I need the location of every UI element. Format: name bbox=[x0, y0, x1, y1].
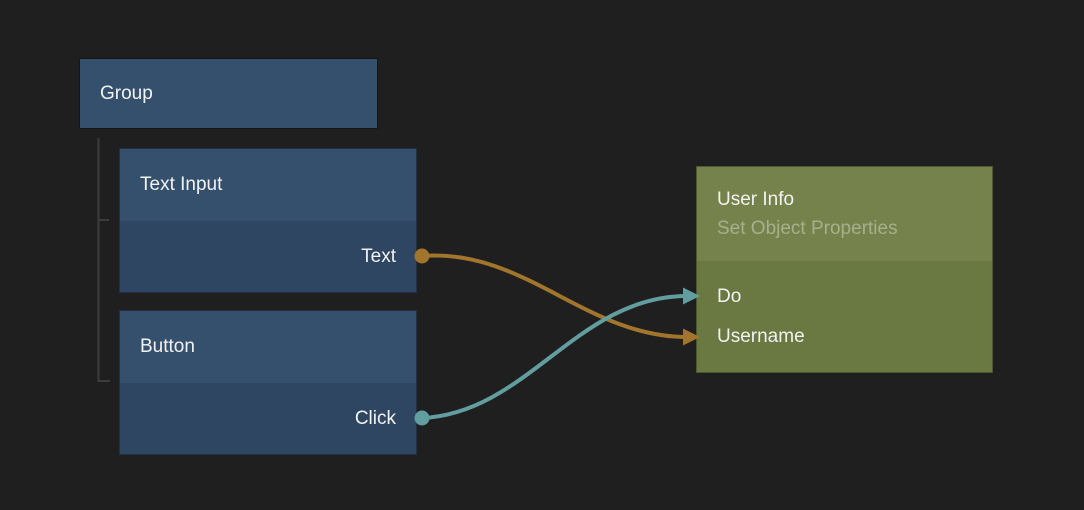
node-text-input[interactable]: Text Input Text bbox=[119, 148, 417, 293]
wire-text-to-username[interactable] bbox=[420, 253, 689, 339]
node-title: Group bbox=[100, 82, 153, 104]
group-hierarchy-bracket bbox=[97, 138, 110, 382]
node-text-input-body: Text bbox=[120, 221, 416, 292]
node-subtitle: Set Object Properties bbox=[717, 218, 898, 239]
node-title: Text Input bbox=[140, 174, 223, 195]
node-user-info[interactable]: User Info Set Object Properties Do Usern… bbox=[696, 166, 993, 373]
node-group-header[interactable]: Group bbox=[80, 59, 377, 128]
node-group[interactable]: Group bbox=[79, 58, 378, 129]
input-port-do[interactable]: Do bbox=[717, 286, 742, 307]
node-button-header[interactable]: Button bbox=[120, 311, 416, 383]
output-port-click[interactable]: Click bbox=[354, 407, 396, 429]
input-port-username[interactable]: Username bbox=[717, 326, 805, 347]
node-title: User Info bbox=[717, 189, 795, 210]
node-button[interactable]: Button Click bbox=[119, 310, 417, 455]
node-user-info-body: Do Username bbox=[697, 261, 992, 372]
output-port-text[interactable]: Text bbox=[361, 245, 396, 267]
node-button-body: Click bbox=[120, 383, 416, 454]
node-user-info-header[interactable]: User Info Set Object Properties bbox=[697, 167, 992, 261]
node-text-input-header[interactable]: Text Input bbox=[120, 149, 416, 221]
wire-click-to-do[interactable] bbox=[420, 294, 689, 420]
node-title: Button bbox=[140, 336, 195, 357]
